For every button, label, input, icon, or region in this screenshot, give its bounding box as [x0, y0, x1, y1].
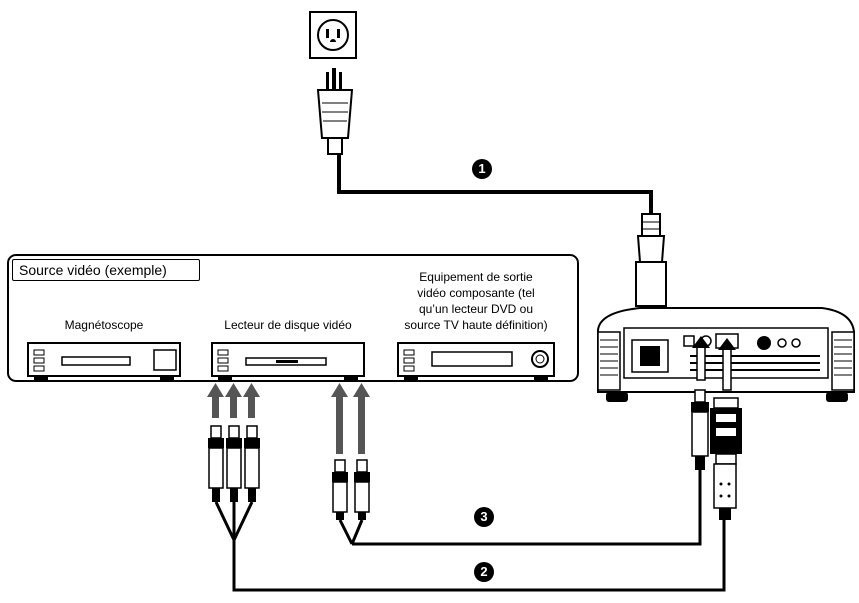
component-label-line-4: source TV haute définition)	[404, 318, 548, 332]
component-label-line-2: vidéo composante (tel	[417, 286, 535, 300]
vcr-device-icon	[27, 342, 181, 381]
badge-composite: 2	[474, 562, 494, 582]
power-cable	[337, 154, 653, 216]
badge-component: 3	[474, 507, 494, 527]
disc-player-device-icon	[211, 342, 365, 381]
input-arrows	[207, 383, 370, 454]
vcr-label: Magnétoscope	[64, 318, 144, 332]
composite-cable	[214, 501, 726, 592]
wall-outlet-icon	[309, 11, 357, 59]
power-connector-icon	[635, 213, 667, 346]
component-label-line-3: qu’un lecteur DVD ou	[418, 302, 534, 316]
projector-input-arrows	[692, 336, 736, 391]
component-cable	[338, 470, 702, 546]
component-label-line-1: Equipement de sortie	[419, 270, 533, 284]
component-rca-plugs-icon	[332, 459, 370, 520]
disc-player-label: Lecteur de disque vidéo	[224, 318, 352, 332]
power-plug-icon	[316, 68, 354, 155]
video-source-group	[7, 254, 579, 382]
projector-rca-plug-icon	[691, 389, 709, 470]
projector-multipin-plug-icon	[710, 397, 742, 520]
composite-rca-plugs-icon	[208, 425, 260, 502]
badge-power: 1	[472, 159, 492, 179]
component-device-icon	[397, 342, 555, 381]
video-source-group-title: Source vidéo (exemple)	[12, 259, 200, 281]
